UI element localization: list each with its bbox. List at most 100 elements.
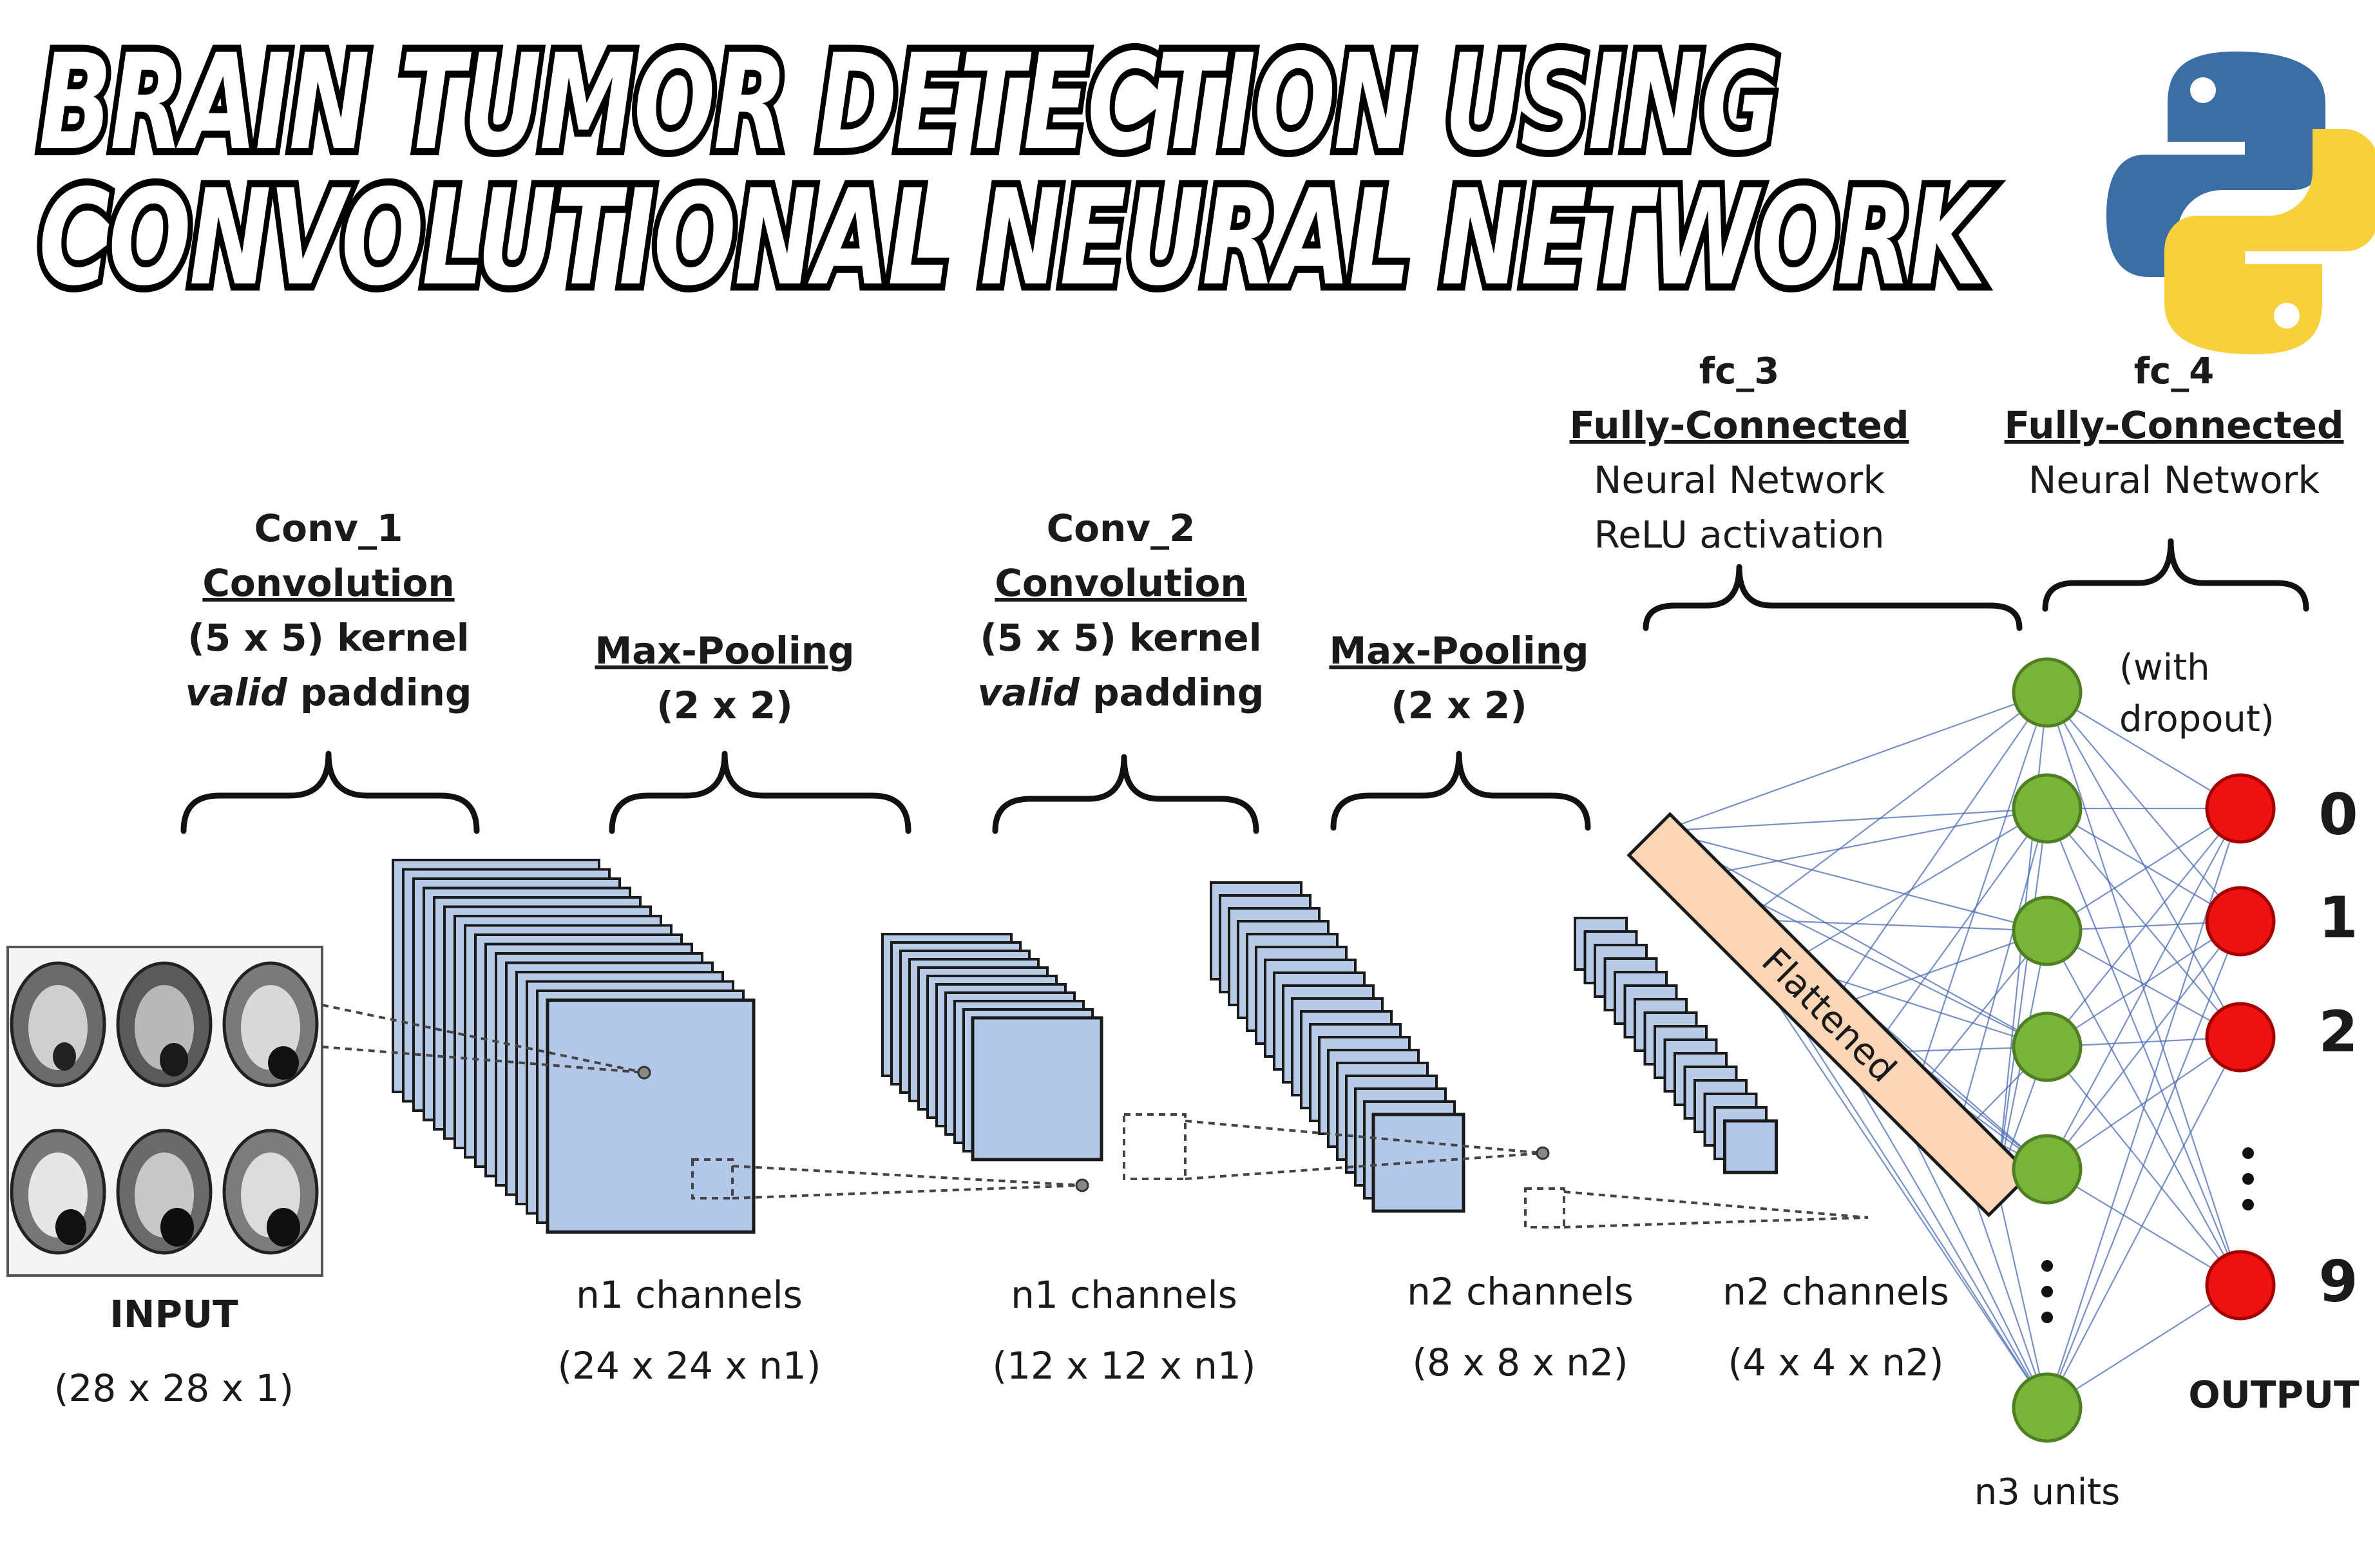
feature-maps-12-front bbox=[971, 1016, 1103, 1162]
edge-hidden-output bbox=[2046, 1285, 2241, 1408]
edge-flat-hidden bbox=[1954, 808, 2048, 1142]
edge-flat-hidden bbox=[1661, 691, 2048, 832]
input-image bbox=[6, 946, 323, 1277]
conv2-padding-rest: padding bbox=[1080, 671, 1264, 714]
edge-hidden-output bbox=[2046, 692, 2241, 809]
conv2-kernel: (5 x 5) kernel bbox=[980, 616, 1261, 660]
conv2-type: Convolution bbox=[995, 561, 1246, 605]
feature-map-stacks bbox=[392, 859, 1778, 1234]
mri-slice-2 bbox=[116, 961, 213, 1087]
mri-slice-5 bbox=[116, 1129, 213, 1255]
conv1-padding-em: valid bbox=[186, 671, 288, 714]
output-layer bbox=[2205, 773, 2276, 1321]
edge-flat-hidden bbox=[1912, 692, 2048, 1097]
edge-hidden-output bbox=[2046, 921, 2242, 1408]
output-node bbox=[2205, 773, 2276, 844]
edge-flat-hidden bbox=[1829, 692, 2048, 1009]
output-digit-0: 0 bbox=[2318, 781, 2358, 848]
map3-point bbox=[1536, 1146, 1550, 1160]
edge-hidden-output bbox=[2046, 808, 2241, 1170]
hidden-units-label: n3 units bbox=[1974, 1471, 2121, 1513]
mri-slice-1 bbox=[10, 961, 106, 1087]
conv1-padding-rest: padding bbox=[287, 671, 472, 714]
edge-flat-hidden bbox=[1996, 808, 2048, 1186]
output-digit-2: 2 bbox=[2318, 999, 2358, 1065]
map1-window bbox=[691, 1158, 734, 1200]
fc4-desc: Neural Network bbox=[2028, 458, 2320, 502]
pool2-name: Max-Pooling bbox=[1329, 629, 1588, 673]
map3-window bbox=[1524, 1187, 1565, 1229]
edge-flat-hidden bbox=[1871, 808, 2048, 1053]
title-line-2: CONVOLUTIONAL NEURAL NETWORK bbox=[39, 162, 1992, 315]
title-line-1: BRAIN TUMOR DETECTION USING bbox=[39, 26, 1778, 180]
pool2-header: Max-Pooling (2 x 2) bbox=[1329, 629, 1591, 831]
map2-label: n1 channels bbox=[1011, 1273, 1237, 1317]
hidden-ellipsis bbox=[2041, 1260, 2053, 1323]
edge-flat-hidden bbox=[1703, 807, 2048, 876]
receptive-field-guides bbox=[321, 1004, 1869, 1229]
guide-map2-to-map3 bbox=[1185, 1120, 1543, 1154]
hidden-node bbox=[2012, 657, 2083, 728]
guide-map1-to-map2 bbox=[732, 1165, 1083, 1187]
map3-label: n2 channels bbox=[1407, 1270, 1634, 1314]
conv2-header: Conv_2 Convolution (5 x 5) kernel valid … bbox=[978, 506, 1264, 834]
conv2-name: Conv_2 bbox=[1047, 506, 1196, 550]
input-label: INPUT bbox=[110, 1292, 238, 1336]
fc3-type: Fully-Connected bbox=[1570, 403, 1909, 447]
mri-slice-6 bbox=[222, 1129, 319, 1255]
edge-hidden-output bbox=[2046, 808, 2241, 1047]
map2-dims: (12 x 12 x n1) bbox=[993, 1344, 1256, 1388]
feature-maps-4-front bbox=[1723, 1119, 1778, 1174]
edge-flat-hidden bbox=[1661, 807, 2048, 832]
output-node bbox=[2205, 886, 2276, 957]
mri-slice-4 bbox=[10, 1129, 106, 1255]
output-digit-9: 9 bbox=[2318, 1248, 2358, 1315]
map1-label: n1 channels bbox=[576, 1273, 803, 1317]
hidden-node bbox=[2012, 1372, 2083, 1443]
fc3-desc: Neural Network bbox=[1594, 458, 1885, 502]
output-digit-1: 1 bbox=[2318, 884, 2358, 951]
pool2-brace bbox=[1330, 751, 1591, 831]
conv1-name: Conv_1 bbox=[254, 506, 403, 550]
output-node bbox=[2205, 1002, 2276, 1073]
output-label: OUTPUT bbox=[2188, 1373, 2360, 1417]
python-logo-icon bbox=[2106, 52, 2375, 354]
edge-hidden-output bbox=[2046, 808, 2241, 932]
dropout-note-2: dropout) bbox=[2119, 698, 2275, 740]
edge-flat-hidden bbox=[1661, 830, 2048, 932]
feature-maps-24-front bbox=[546, 999, 756, 1234]
edge-flat-hidden bbox=[1912, 930, 2048, 1098]
pool1-size: (2 x 2) bbox=[656, 684, 793, 727]
output-node bbox=[2205, 1250, 2276, 1321]
fc4-brace bbox=[2042, 538, 2309, 612]
edge-hidden-output bbox=[2046, 808, 2241, 922]
edge-hidden-output bbox=[2046, 921, 2241, 1170]
guide-input-to-map1 bbox=[321, 1004, 645, 1074]
pool1-header: Max-Pooling (2 x 2) bbox=[595, 629, 911, 834]
edge-flat-hidden bbox=[1996, 1185, 2048, 1408]
conv2-padding: valid padding bbox=[978, 671, 1264, 714]
pool1-name: Max-Pooling bbox=[595, 629, 854, 673]
map1-point bbox=[637, 1066, 651, 1080]
fc3-brace bbox=[1643, 564, 2023, 631]
map2-window bbox=[1123, 1113, 1187, 1180]
fc4-header: fc_4 Fully-Connected Neural Network (wit… bbox=[2005, 350, 2344, 740]
hidden-node bbox=[2012, 1134, 2083, 1205]
fc3-header: fc_3 Fully-Connected Neural Network ReLU… bbox=[1570, 350, 2023, 631]
edge-flat-hidden bbox=[1745, 692, 2048, 921]
conv1-type: Convolution bbox=[202, 561, 454, 605]
guide-map3-to-map4 bbox=[1563, 1190, 1869, 1219]
edge-hidden-output bbox=[2046, 808, 2242, 1408]
feature-maps-8 bbox=[1210, 881, 1465, 1213]
hidden-node bbox=[2012, 773, 2083, 844]
conv1-kernel: (5 x 5) kernel bbox=[187, 616, 469, 660]
guide-map2-to-map3b bbox=[1185, 1152, 1543, 1180]
feature-maps-4 bbox=[1574, 917, 1778, 1174]
hidden-node bbox=[2012, 1011, 2083, 1082]
conv1-header: Conv_1 Convolution (5 x 5) kernel valid … bbox=[180, 506, 480, 834]
guide-map1-to-map2b bbox=[732, 1184, 1083, 1200]
map1-dims: (24 x 24 x n1) bbox=[558, 1344, 821, 1388]
guide-input-to-map1b bbox=[321, 1046, 645, 1074]
conv2-brace bbox=[992, 754, 1259, 834]
edge-hidden-output bbox=[2046, 692, 2241, 922]
